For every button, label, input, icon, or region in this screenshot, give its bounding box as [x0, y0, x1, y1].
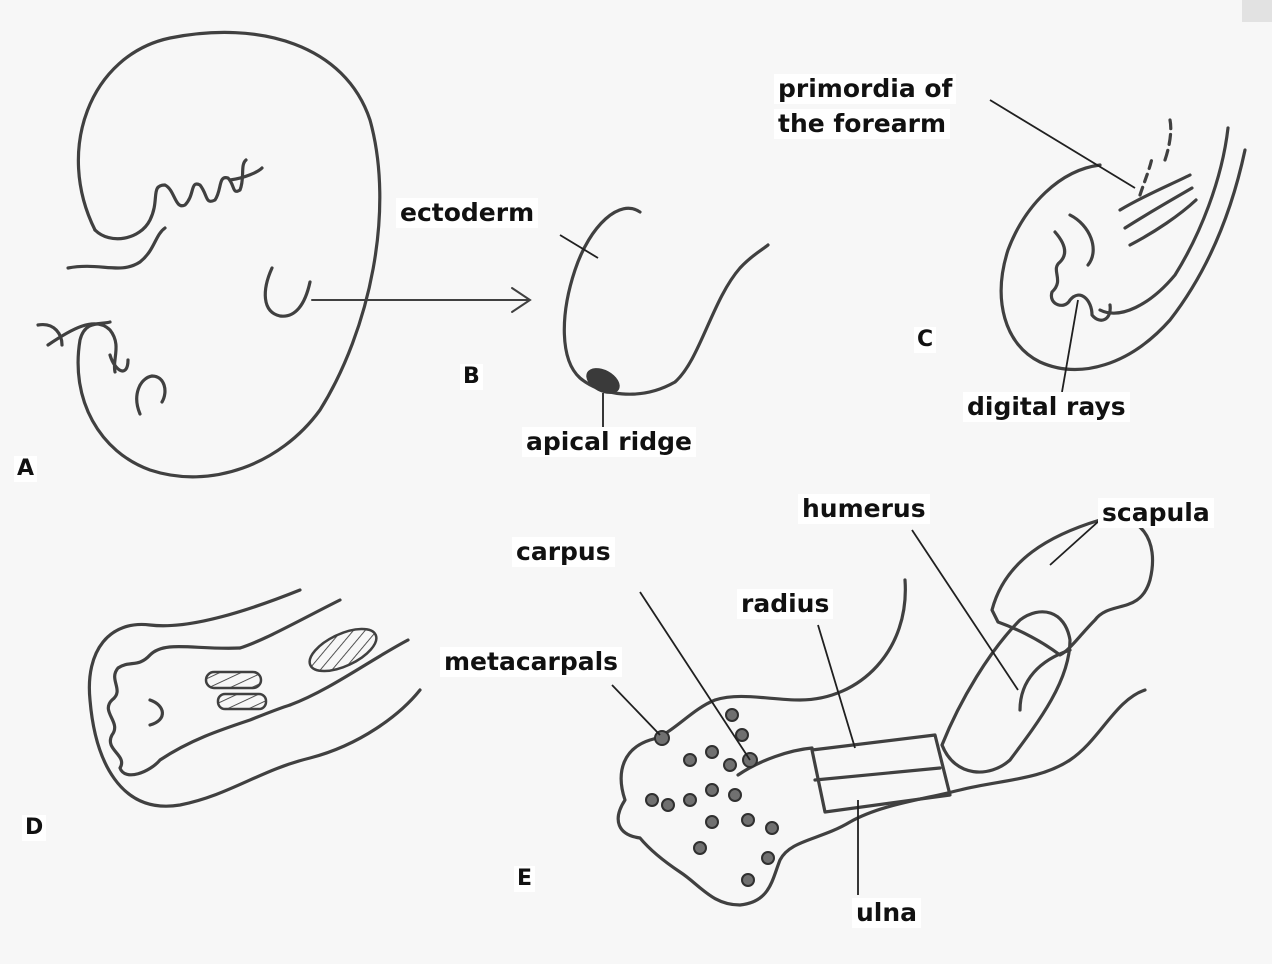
- label-metacarpals: metacarpals: [440, 647, 622, 677]
- label-scapula: scapula: [1098, 498, 1214, 528]
- panel-letter-d: D: [22, 815, 46, 841]
- label-radius: radius: [737, 589, 833, 619]
- limb-skeleton-e: [612, 518, 1153, 905]
- label-primordia-line2: the forearm: [774, 109, 950, 139]
- panel-letter-a: A: [14, 456, 37, 482]
- panel-letter-b: B: [460, 364, 483, 390]
- embryo-drawing-a: [38, 32, 530, 476]
- label-primordia-line1: primordia of: [774, 74, 956, 104]
- label-ectoderm: ectoderm: [396, 198, 538, 228]
- panel-letter-c: C: [914, 327, 936, 353]
- label-apical-ridge: apical ridge: [522, 427, 696, 457]
- limb-bud-b: [560, 208, 768, 430]
- label-ulna: ulna: [852, 898, 921, 928]
- limb-stage-d: [89, 590, 420, 806]
- label-digital-rays: digital rays: [963, 392, 1130, 422]
- label-carpus: carpus: [512, 537, 615, 567]
- hand-plate-c: [990, 100, 1245, 392]
- label-humerus: humerus: [798, 494, 930, 524]
- panel-letter-e: E: [514, 866, 535, 892]
